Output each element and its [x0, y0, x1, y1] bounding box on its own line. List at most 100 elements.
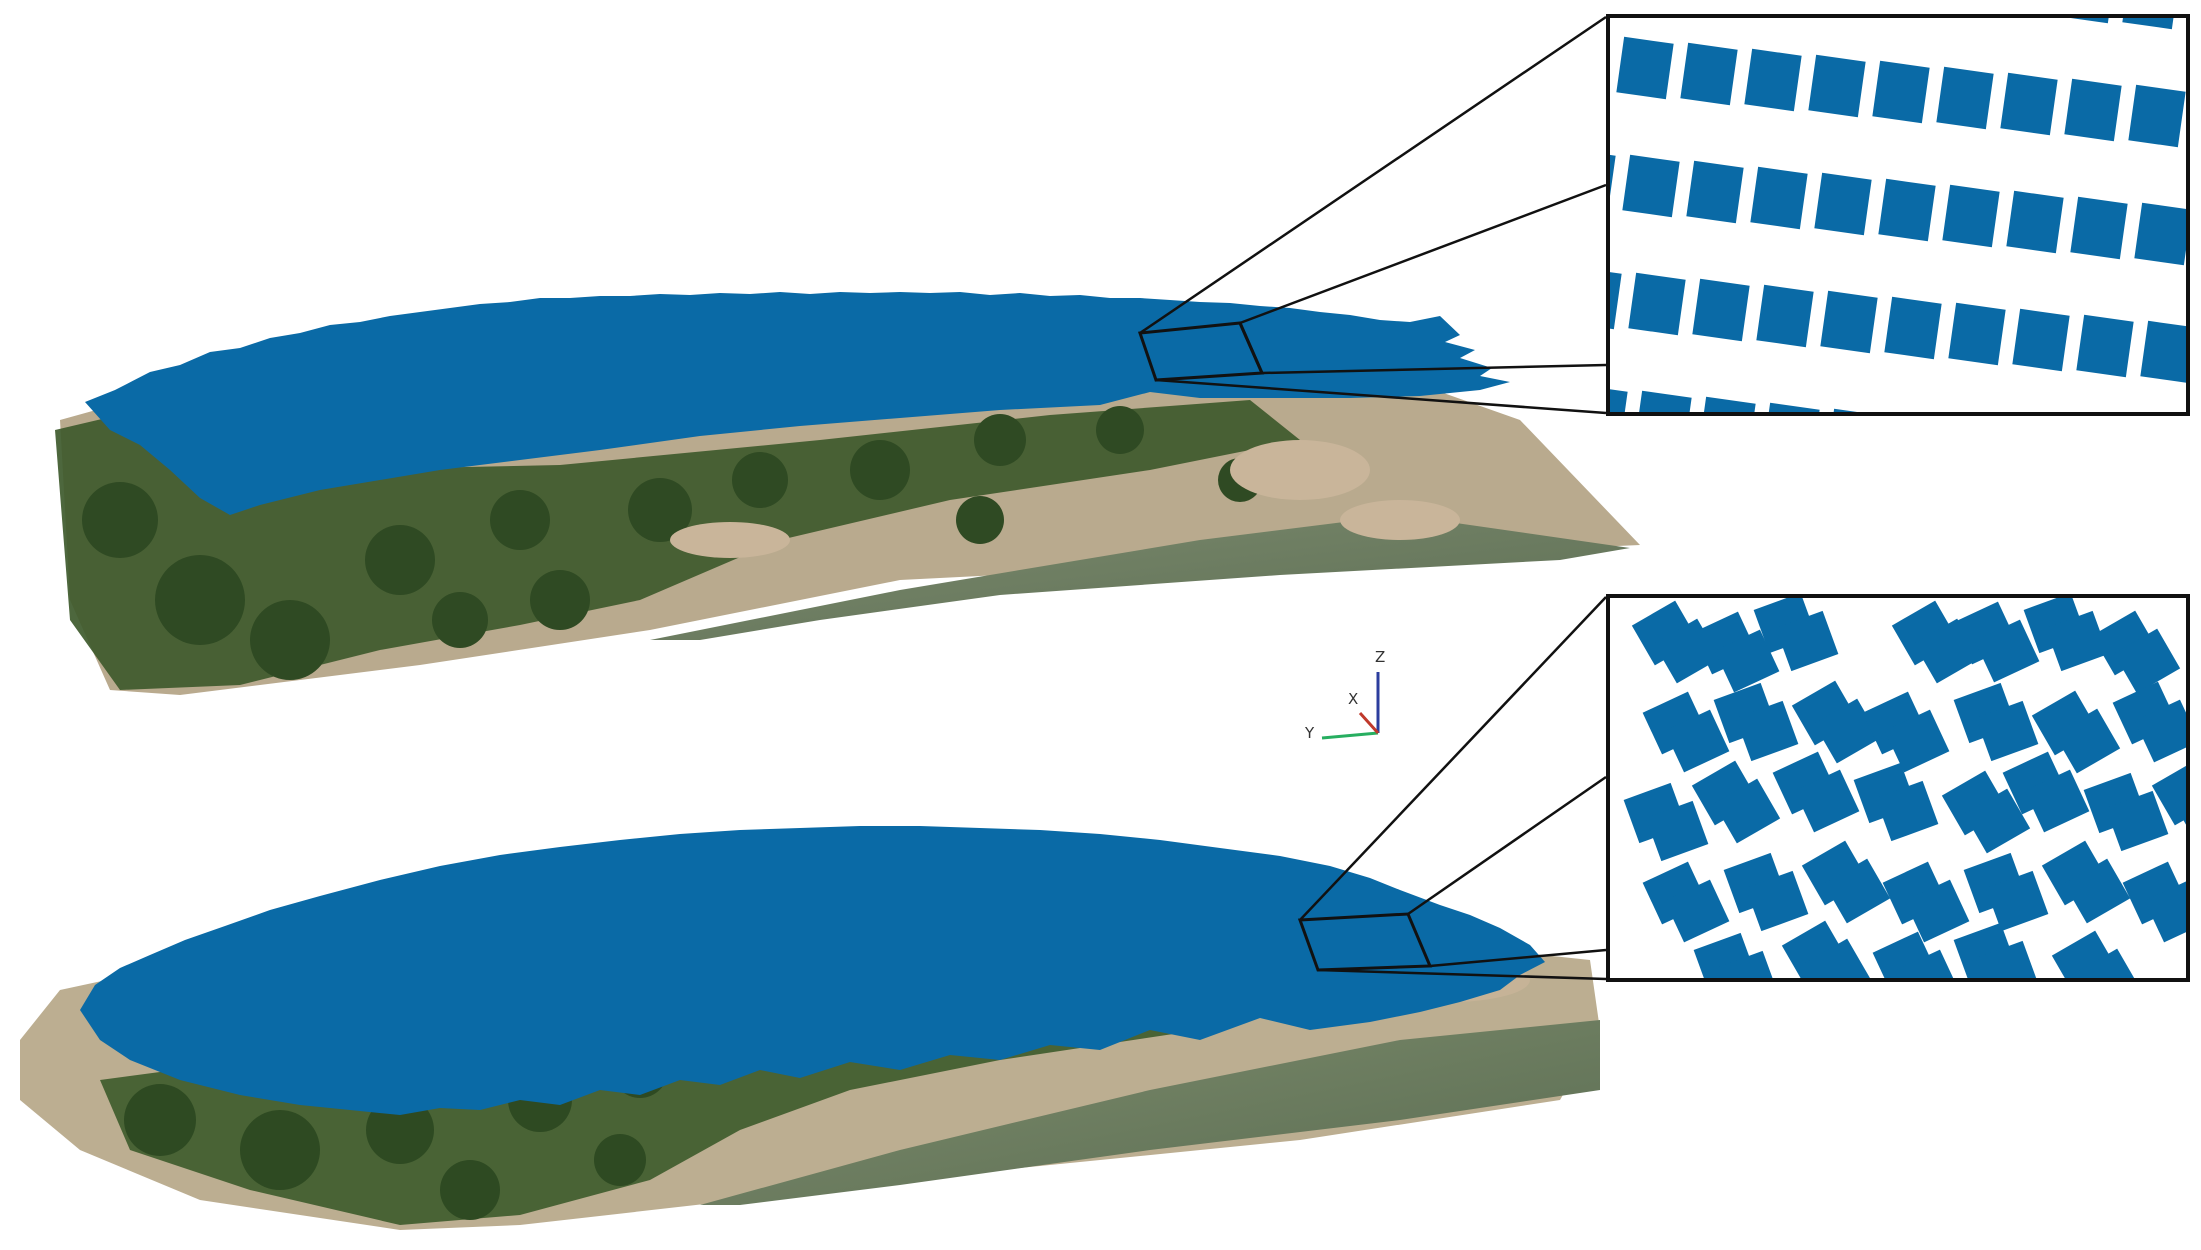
camera-footprint: [2053, 708, 2121, 774]
camera-footprint: [2128, 84, 2186, 148]
camera-footprint: [2192, 91, 2201, 153]
camera-footprint: [1963, 788, 2031, 854]
camera-footprint: [1896, 533, 1953, 595]
axis-y-label: Y: [1304, 724, 1315, 742]
camera-footprint: [2045, 610, 2109, 672]
camera-footprint: [2018, 427, 2075, 489]
camera-footprint: [1634, 390, 1692, 414]
camera-footprint: [1866, 0, 1923, 5]
camera-footprint: [2082, 433, 2139, 495]
top-soil-patches: [670, 440, 1460, 558]
camera-footprint: [1954, 421, 2011, 483]
camera-footprint: [1744, 48, 1802, 112]
axis-y-line: [1321, 731, 1379, 740]
camera-footprint: [1975, 700, 2039, 762]
camera-footprint: [1750, 166, 1808, 230]
camera-footprint: [2151, 760, 2188, 826]
bottom-inset-camera-clusters: [1623, 596, 2188, 980]
camera-footprint: [2063, 858, 2131, 924]
top-camera-plane: [85, 292, 1510, 515]
camera-footprint: [1823, 858, 1891, 924]
axis-gizmo: Z X Y: [1304, 648, 1385, 742]
camera-footprint: [1808, 54, 1866, 118]
camera-footprint: [1884, 709, 1950, 773]
camera-footprint: [1768, 521, 1825, 583]
camera-footprint: [1692, 278, 1750, 342]
camera-footprint: [1890, 415, 1947, 477]
camera-footprint: [1735, 700, 1799, 762]
camera-footprint: [1608, 30, 1610, 94]
camera-footprint: [1714, 629, 1780, 693]
camera-footprint: [1686, 160, 1744, 224]
camera-footprint: [1826, 408, 1884, 414]
bottom-zoom-connectors: [1299, 596, 1607, 981]
bottom-water: [700, 1020, 1600, 1205]
axis-x-line: [1358, 711, 1380, 735]
camera-footprint: [2073, 948, 2141, 980]
camera-footprint: [2144, 879, 2188, 943]
camera-footprint: [1645, 800, 1709, 862]
camera-footprint: [1985, 870, 2049, 932]
camera-footprint: [1884, 296, 1942, 360]
camera-footprint: [1745, 870, 1809, 932]
camera-footprint: [1813, 698, 1881, 764]
camera-footprint: [1948, 302, 2006, 366]
top-reconstruction: [55, 15, 1640, 695]
camera-footprint: [1803, 938, 1871, 980]
top-zoom-inset: [1606, 0, 2201, 601]
camera-footprint: [1930, 0, 1987, 11]
camera-footprint: [2146, 439, 2201, 501]
camera-footprint: [1878, 178, 1936, 242]
camera-footprint: [1664, 709, 1730, 773]
camera-footprint: [2012, 308, 2070, 372]
camera-footprint: [1894, 949, 1960, 980]
camera-footprint: [2113, 628, 2181, 694]
top-tree-clusters: [82, 406, 1262, 680]
camera-footprint: [2140, 320, 2188, 384]
camera-footprint: [1775, 610, 1839, 672]
camera-footprint: [1872, 60, 1930, 124]
camera-footprint: [2024, 769, 2090, 833]
camera-footprint: [1680, 42, 1738, 106]
camera-footprint: [1794, 769, 1860, 833]
camera-footprint: [1942, 184, 2000, 248]
camera-footprint: [1608, 266, 1622, 330]
camera-footprint: [2076, 314, 2134, 378]
bottom-zoom-inset: [1606, 594, 2190, 982]
camera-footprint: [1698, 396, 1756, 414]
axis-x-label: X: [1348, 690, 1358, 708]
camera-footprint: [1875, 780, 1939, 842]
camera-footprint: [2105, 790, 2169, 852]
camera-footprint: [1832, 527, 1889, 589]
camera-footprint: [1960, 539, 2017, 601]
camera-footprint: [1820, 290, 1878, 354]
camera-footprint: [1756, 284, 1814, 348]
camera-footprint: [1715, 950, 1779, 980]
camera-footprint: [1608, 384, 1628, 414]
camera-footprint: [2134, 699, 2188, 763]
camera-footprint: [1616, 36, 1674, 100]
top-water: [650, 515, 1630, 640]
bottom-camera-plane: [80, 826, 1545, 1115]
camera-footprint: [1904, 879, 1970, 943]
axis-z-label: Z: [1375, 648, 1385, 666]
camera-footprint: [2006, 190, 2064, 254]
camera-footprint: [1713, 778, 1781, 844]
camera-footprint: [2000, 72, 2058, 136]
camera-footprint: [1974, 619, 2040, 683]
camera-footprint: [1628, 272, 1686, 336]
camera-footprint: [1704, 515, 1761, 577]
camera-footprint: [1936, 66, 1994, 130]
camera-footprint: [1664, 879, 1730, 943]
camera-footprint: [1622, 154, 1680, 218]
camera-footprint: [2070, 196, 2128, 260]
camera-footprint: [1640, 509, 1697, 571]
bottom-reconstruction: [20, 596, 1607, 1230]
camera-footprint: [1814, 172, 1872, 236]
camera-footprint: [2064, 78, 2122, 142]
camera-footprint: [2134, 202, 2188, 266]
camera-footprint: [1975, 940, 2039, 980]
top-inset-camera-grid: [1608, 0, 2201, 601]
top-zoom-connectors: [1139, 15, 1607, 415]
